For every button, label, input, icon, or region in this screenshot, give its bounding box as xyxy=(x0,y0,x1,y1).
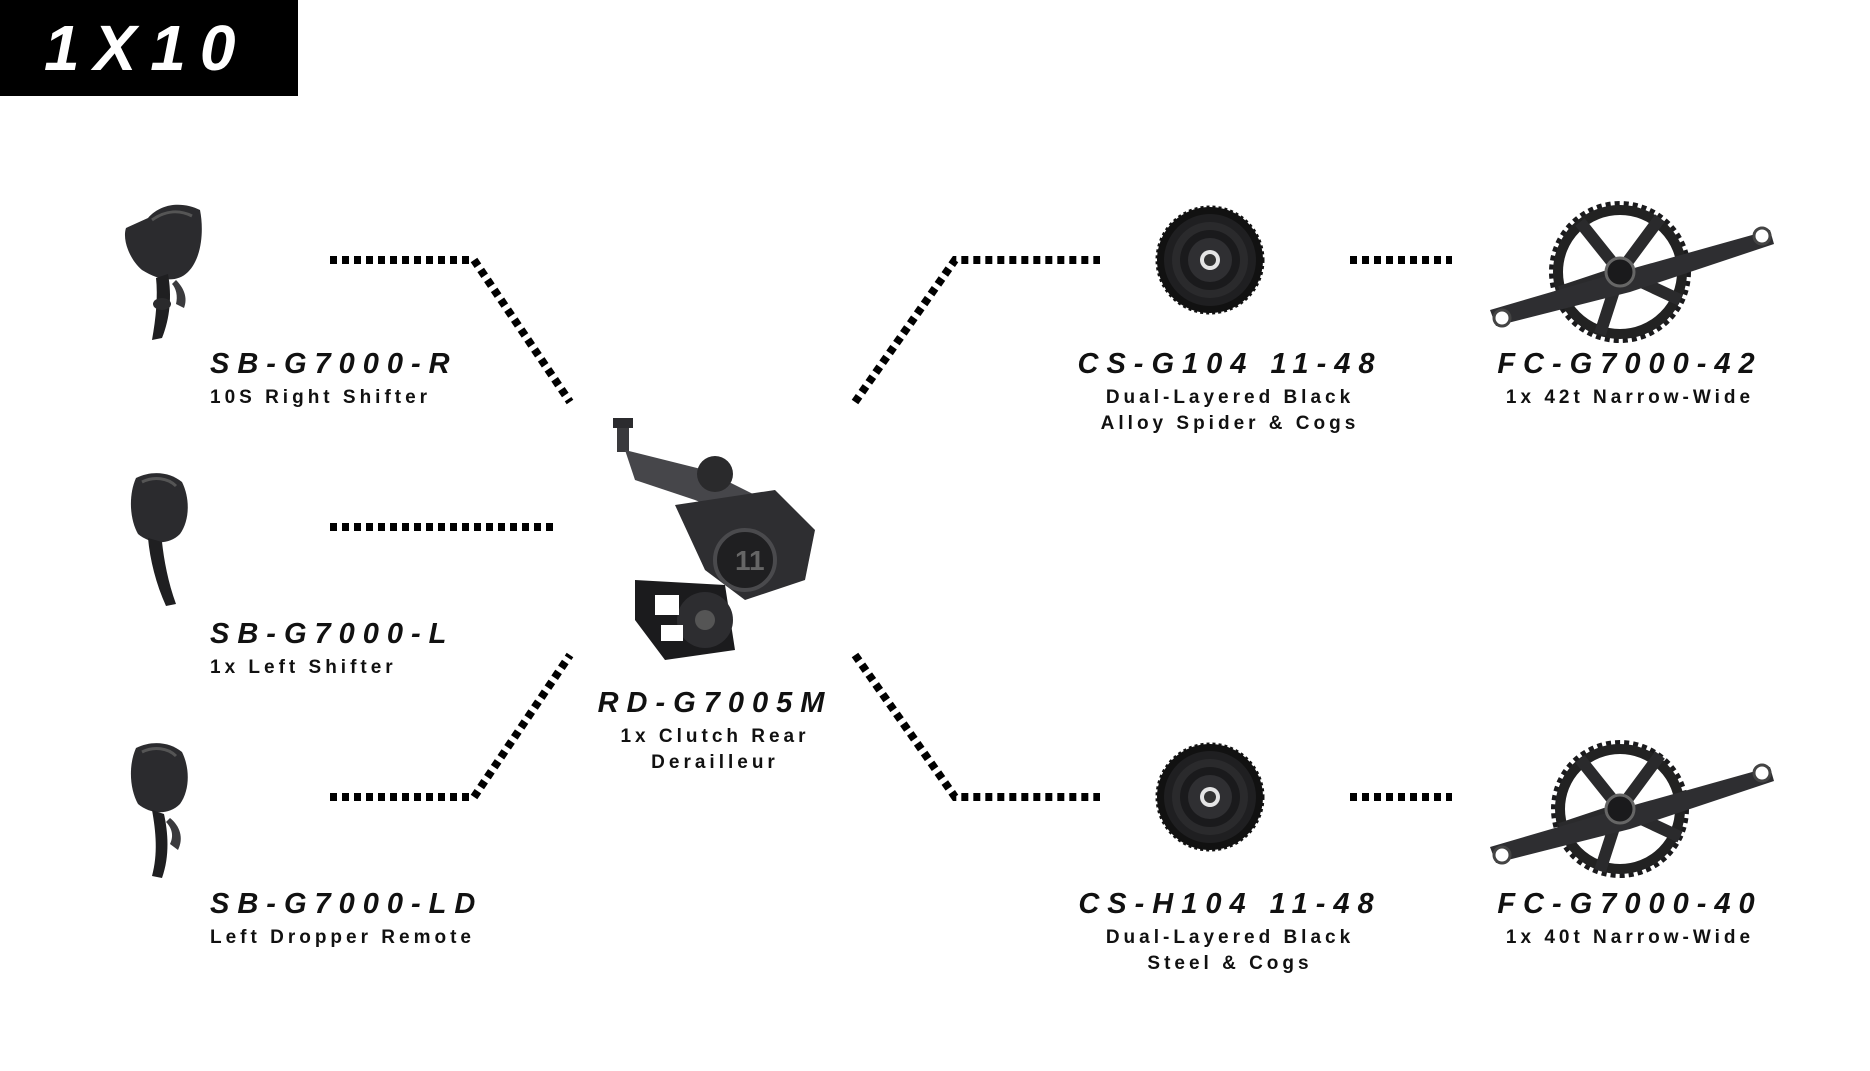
label-sb-g7000-r: SB-G7000-R 10S Right Shifter xyxy=(210,347,458,411)
part-description: 1x Left Shifter xyxy=(210,657,397,678)
part-description-line1: Dual-Layered Black xyxy=(1105,387,1355,408)
part-description: 1x 40t Narrow-Wide xyxy=(1505,927,1755,948)
svg-text:11: 11 xyxy=(735,545,765,576)
part-description-line2: Steel & Cogs xyxy=(1147,953,1313,974)
part-description: 1x 42t Narrow-Wide xyxy=(1505,387,1755,408)
label-cs-h104: CS-H104 11-48 Dual-Layered Black Steel &… xyxy=(1060,887,1400,977)
rear-derailleur-icon: 11 xyxy=(613,418,815,660)
dropper-remote-icon xyxy=(130,743,188,878)
label-sb-g7000-l: SB-G7000-L 1x Left Shifter xyxy=(210,617,454,681)
part-description-line2: Alloy Spider & Cogs xyxy=(1100,413,1360,434)
label-rd-g7005m: RD-G7005M 1x Clutch Rear Derailleur xyxy=(560,686,870,776)
label-fc-g7000-42: FC-G7000-42 1x 42t Narrow-Wide xyxy=(1460,347,1800,411)
part-description-line2: Derailleur xyxy=(651,752,779,773)
label-sb-g7000-ld: SB-G7000-LD Left Dropper Remote xyxy=(210,887,483,951)
left-shifter-icon xyxy=(130,473,188,606)
cassette-icon xyxy=(1155,205,1265,315)
title-banner: 1X10 xyxy=(0,0,298,96)
page-title: 1X10 xyxy=(44,12,250,84)
part-description: 10S Right Shifter xyxy=(210,387,432,408)
part-name: SB-G7000-LD xyxy=(210,888,484,920)
part-name: CS-H104 11-48 xyxy=(1078,888,1382,920)
part-name: SB-G7000-L xyxy=(210,618,455,650)
cassette-icon xyxy=(1155,742,1265,852)
part-name: RD-G7005M xyxy=(597,687,833,719)
right-shifter-icon xyxy=(124,204,202,340)
crankset-icon xyxy=(1490,740,1774,878)
connector-derailleur-top xyxy=(851,256,1100,405)
connector-dropper-remote xyxy=(330,652,574,801)
part-description-line1: Dual-Layered Black xyxy=(1105,927,1355,948)
label-cs-g104: CS-G104 11-48 Dual-Layered Black Alloy S… xyxy=(1060,347,1400,437)
connector-right-shifter xyxy=(330,256,574,405)
connector-derailleur-bottom xyxy=(851,652,1100,801)
crankset-icon xyxy=(1490,201,1774,343)
part-description: Left Dropper Remote xyxy=(210,927,475,948)
part-name: FC-G7000-40 xyxy=(1497,888,1763,920)
part-description-line1: 1x Clutch Rear xyxy=(620,726,810,747)
part-name: FC-G7000-42 xyxy=(1497,348,1763,380)
part-name: CS-G104 11-48 xyxy=(1077,348,1383,380)
part-name: SB-G7000-R xyxy=(210,348,458,380)
label-fc-g7000-40: FC-G7000-40 1x 40t Narrow-Wide xyxy=(1460,887,1800,951)
